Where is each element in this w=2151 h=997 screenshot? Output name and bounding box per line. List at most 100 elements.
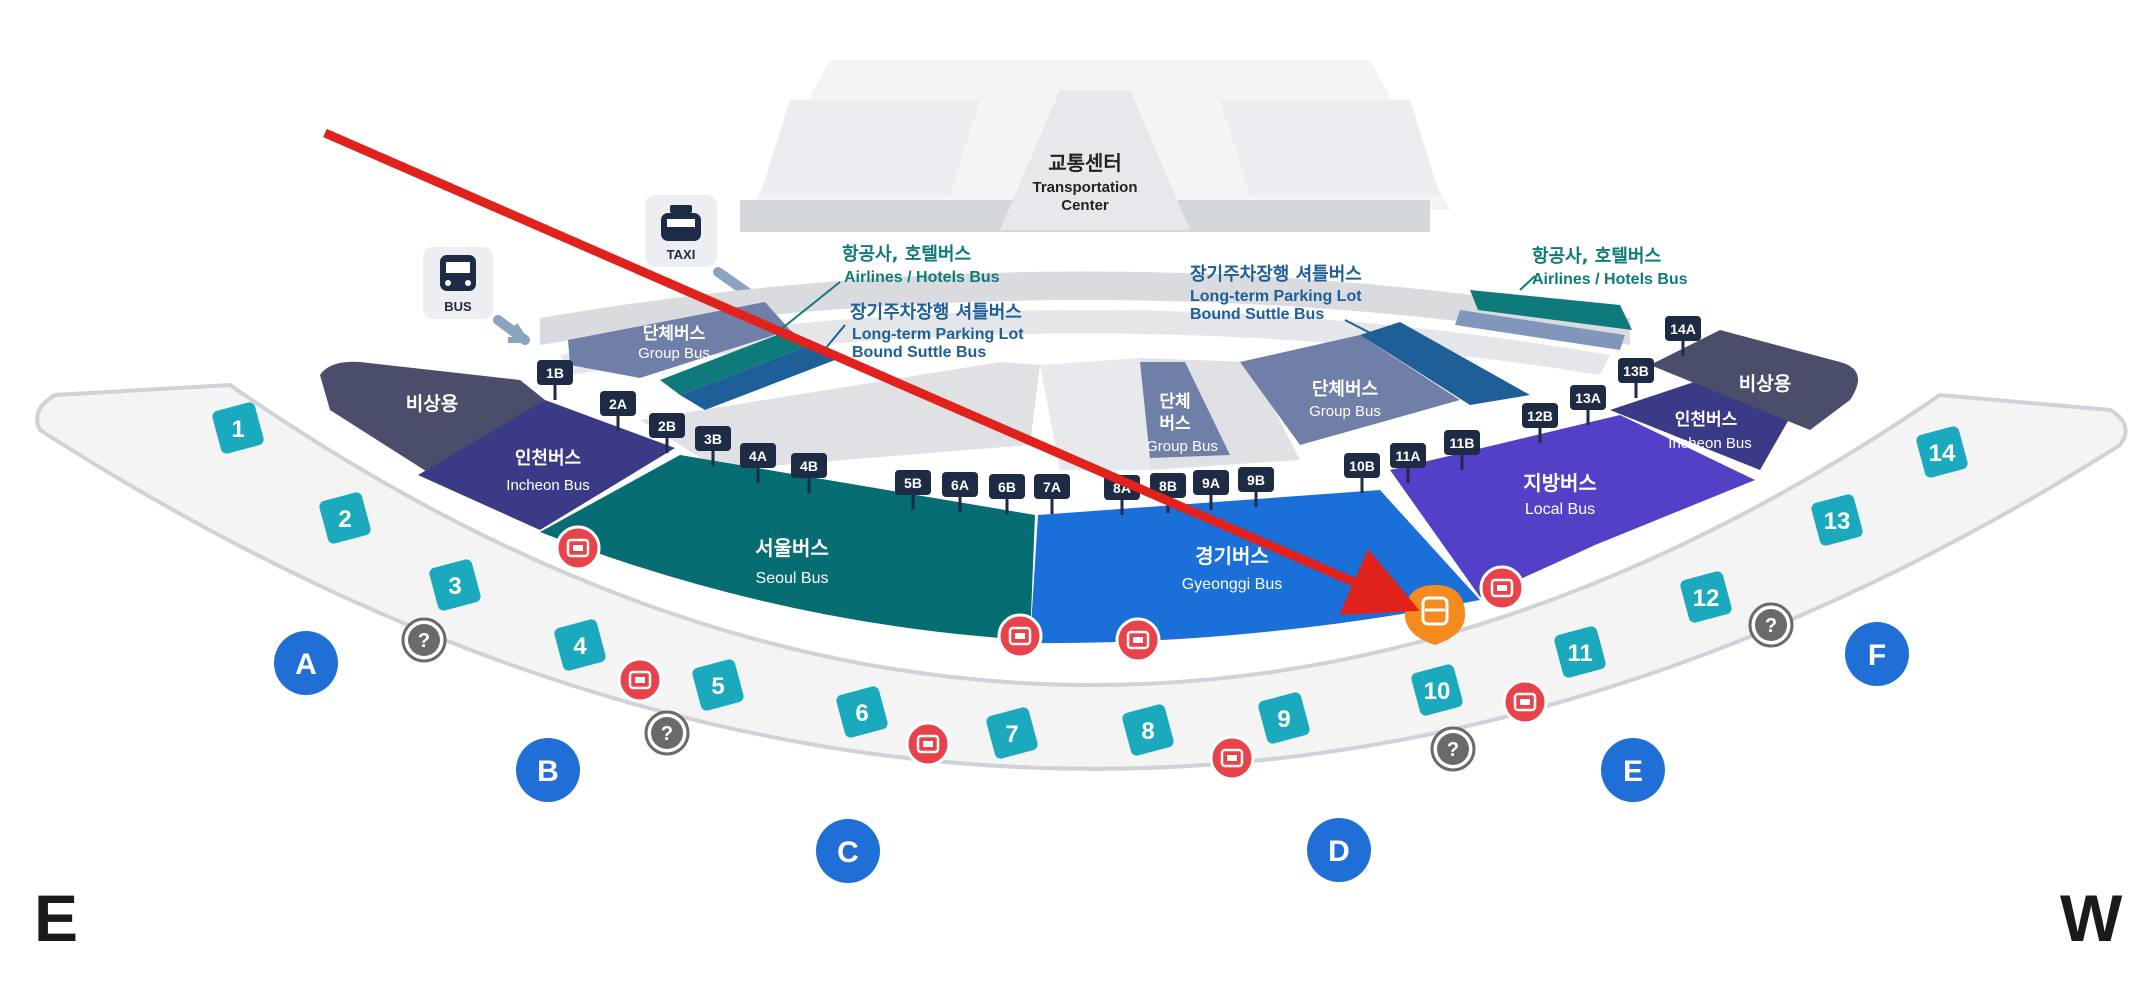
- airlines-left-en: Airlines / Hotels Bus: [844, 269, 1000, 286]
- gate-8[interactable]: 8: [1121, 703, 1175, 757]
- zone-parking-left[interactable]: [680, 345, 835, 410]
- info-question-icon[interactable]: ?: [1748, 602, 1794, 648]
- exit-b[interactable]: B: [516, 738, 580, 802]
- ticket-machine-icon[interactable]: [1502, 679, 1548, 725]
- gate-6[interactable]: 6: [835, 685, 889, 739]
- zone-parking-right[interactable]: [1360, 322, 1530, 405]
- bus-stop-10b[interactable]: 10B: [1344, 453, 1380, 493]
- incheon-left-ko: 인천버스: [515, 448, 581, 469]
- zone-group-mid[interactable]: 단체 버스 Group Bus: [1140, 362, 1230, 458]
- zone-airlines-right[interactable]: [1455, 290, 1632, 350]
- concourse-band: [35, 382, 2128, 771]
- zone-seoul[interactable]: 서울버스 Seoul Bus: [540, 455, 1035, 640]
- gate-1[interactable]: 1: [211, 401, 265, 455]
- gate-11[interactable]: 11: [1553, 625, 1607, 679]
- bus-stop-5b[interactable]: 5B: [895, 470, 931, 510]
- ticket-machine-icon[interactable]: [1479, 565, 1525, 611]
- ticket-machine-icon[interactable]: [1115, 617, 1161, 663]
- gate-3[interactable]: 3: [428, 558, 482, 612]
- bus-stop-6b[interactable]: 6B: [989, 474, 1025, 514]
- gate-4[interactable]: 4: [553, 618, 607, 672]
- zone-group-left[interactable]: 단체버스 Group Bus: [568, 302, 790, 378]
- bus-stop-12b[interactable]: 12B: [1522, 403, 1558, 443]
- bus-stop-11b[interactable]: 11B: [1444, 430, 1480, 470]
- info-question-icon[interactable]: ?: [401, 617, 447, 663]
- exit-f[interactable]: F: [1845, 622, 1909, 686]
- gate-5[interactable]: 5: [691, 658, 745, 712]
- gate-number: 1: [231, 416, 244, 443]
- gyeonggi-ko: 경기버스: [1195, 544, 1269, 568]
- bus-stop-6a[interactable]: 6A: [942, 472, 978, 512]
- ticket-machine-icon[interactable]: [997, 613, 1043, 659]
- zone-local[interactable]: 지방버스 Local Bus: [1390, 415, 1755, 597]
- exit-e[interactable]: E: [1601, 738, 1665, 802]
- bus-stop-label: 2A: [609, 396, 627, 412]
- svg-text:?: ?: [661, 723, 673, 745]
- bus-stop-label: 11A: [1396, 448, 1421, 464]
- exit-d[interactable]: D: [1307, 818, 1371, 882]
- exit-a[interactable]: A: [274, 631, 338, 695]
- bus-legend-label: BUS: [444, 299, 472, 314]
- bus-stop-4a[interactable]: 4A: [740, 443, 776, 483]
- seoul-en: Seoul Bus: [756, 570, 829, 587]
- bus-stop-4b[interactable]: 4B: [791, 453, 827, 493]
- zone-group-right[interactable]: 단체버스 Group Bus: [1240, 335, 1460, 445]
- bus-stop-13a[interactable]: 13A: [1570, 385, 1606, 425]
- group-mid-ko2: 버스: [1159, 414, 1191, 434]
- bus-stop-label: 4B: [800, 458, 818, 474]
- gate-number: 10: [1424, 678, 1451, 705]
- group-mid-ko1: 단체: [1159, 392, 1190, 412]
- ticket-machine-icon[interactable]: [555, 525, 601, 571]
- gate-2[interactable]: 2: [318, 491, 372, 545]
- gate-number: 3: [448, 573, 461, 600]
- info-question-icon[interactable]: ?: [1430, 726, 1476, 772]
- gate-number: 9: [1277, 706, 1290, 733]
- gate-13[interactable]: 13: [1810, 493, 1864, 547]
- bus-icon: [1421, 596, 1449, 626]
- local-ko: 지방버스: [1523, 471, 1597, 495]
- bus-stop-9b[interactable]: 9B: [1238, 467, 1274, 507]
- bus-stop-2b[interactable]: 2B: [649, 413, 685, 453]
- gate-12[interactable]: 12: [1679, 570, 1733, 624]
- annotation-arrow: [323, 128, 1420, 615]
- gate-9[interactable]: 9: [1257, 691, 1311, 745]
- bus-stop-7a[interactable]: 7A: [1034, 474, 1070, 514]
- bus-stop-9a[interactable]: 9A: [1193, 470, 1229, 510]
- bus-stop-13b[interactable]: 13B: [1618, 358, 1654, 398]
- bus-stop-3b[interactable]: 3B: [695, 426, 731, 466]
- callout-parking-left: 장기주차장행 셔틀버스 Long-term Parking Lot Bound …: [819, 302, 1024, 361]
- gate-7[interactable]: 7: [985, 706, 1039, 760]
- exit-letter: D: [1328, 835, 1350, 868]
- transportation-center[interactable]: 교통센터 Transportation Center: [740, 60, 1450, 232]
- airlines-right-en: Airlines / Hotels Bus: [1532, 271, 1688, 288]
- bus-stop-11a[interactable]: 11A: [1390, 443, 1426, 483]
- ticket-machine-icon[interactable]: [905, 721, 951, 767]
- bus-stop-label: 11B: [1450, 435, 1475, 451]
- bus-stop-label: 3B: [704, 431, 722, 447]
- info-question-icon[interactable]: ?: [644, 710, 690, 756]
- gate-10[interactable]: 10: [1410, 663, 1464, 717]
- bus-stop-14a[interactable]: 14A: [1665, 316, 1701, 356]
- zone-incheon-left[interactable]: 인천버스 Incheon Bus: [418, 400, 675, 530]
- ticket-machine-icon[interactable]: [617, 657, 663, 703]
- bus-stop-2a[interactable]: 2A: [600, 391, 636, 431]
- gate-number: 12: [1693, 585, 1720, 612]
- gate-number: 14: [1929, 440, 1956, 467]
- compass-east: E: [34, 881, 79, 955]
- bus-stop-8b[interactable]: 8B: [1150, 473, 1186, 513]
- bus-stop-1b[interactable]: 1B: [537, 360, 573, 400]
- zone-airlines-left[interactable]: [660, 330, 810, 395]
- gate-number: 5: [711, 673, 724, 700]
- zone-emergency-left[interactable]: 비상용: [320, 361, 545, 480]
- callout-airlines-left: 항공사, 호텔버스 Airlines / Hotels Bus: [779, 244, 1000, 331]
- taxi-legend: TAXI: [645, 195, 717, 267]
- parking-right-ko: 장기주차장행 셔틀버스: [1190, 264, 1362, 285]
- gate-14[interactable]: 14: [1915, 425, 1969, 479]
- gate-number: 6: [855, 700, 868, 727]
- exit-c[interactable]: C: [816, 819, 880, 883]
- bus-location-marker[interactable]: [1405, 585, 1465, 645]
- bus-stop-label: 13B: [1623, 363, 1649, 379]
- ticket-machine-icon[interactable]: [1209, 735, 1255, 781]
- parking-left-en1: Long-term Parking Lot: [852, 326, 1024, 343]
- zone-emergency-right[interactable]: 비상용: [1650, 330, 1858, 430]
